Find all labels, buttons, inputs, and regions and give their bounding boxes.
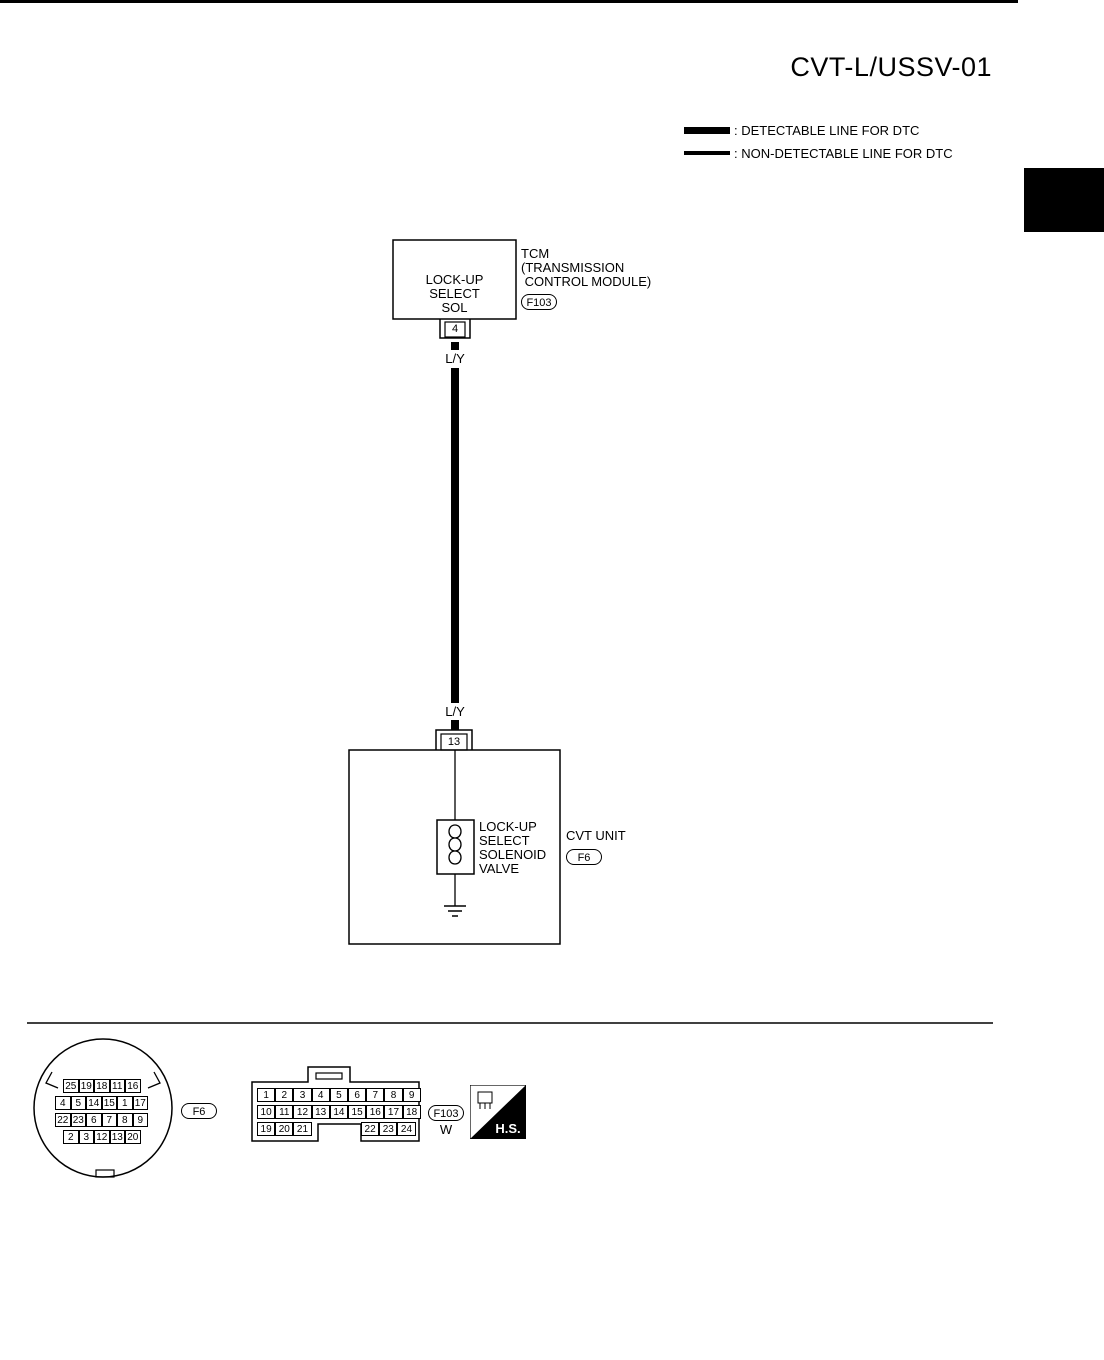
tcm-terminal-box: [444, 321, 466, 338]
f103-connector-badge: F103: [428, 1105, 464, 1121]
legend-detectable-label: : DETECTABLE LINE FOR DTC: [734, 122, 920, 138]
f6-pin-cell: 23: [70, 1113, 86, 1127]
f6-pin-cell: 9: [132, 1113, 148, 1127]
f6-pin-cell: 5: [70, 1096, 86, 1110]
cvt-terminal-number: 13: [447, 736, 461, 748]
legend-non-detectable: : NON-DETECTABLE LINE FOR DTC: [684, 145, 953, 161]
cvt-unit-title: CVT UNIT: [566, 828, 626, 843]
f103-pin-cell: 18: [402, 1105, 421, 1119]
f6-pin-cell: 4: [55, 1096, 71, 1110]
diagram-code: CVT-L/USSV-01: [790, 52, 992, 82]
f6-pin-cell: 20: [125, 1130, 141, 1144]
f6-pin-cell: 1: [117, 1096, 133, 1110]
f6-pin-cell: 14: [86, 1096, 102, 1110]
f103-lock-tab: [315, 1072, 343, 1080]
f6-pin-cell: 13: [109, 1130, 125, 1144]
f6-latch-right: [147, 1071, 161, 1089]
f103-pin-cell: 16: [366, 1105, 385, 1119]
f103-pin-cell: 5: [329, 1088, 348, 1102]
f103-pin-cell: 17: [384, 1105, 403, 1119]
f6-pin-cell: 12: [94, 1130, 110, 1144]
f103-pin-cell: 10: [257, 1105, 276, 1119]
hs-logo-graphic: [469, 1084, 527, 1140]
f103-pin-cell: 6: [348, 1088, 367, 1102]
f103-pin-cell: 15: [348, 1105, 367, 1119]
f103-color-code: W: [439, 1122, 453, 1137]
f103-pin-cell: 9: [402, 1088, 421, 1102]
section-tab: [1024, 168, 1104, 232]
f6-pin-cell: 7: [101, 1113, 117, 1127]
f6-pin-cell: 18: [94, 1079, 110, 1093]
wire-color-bottom: L/Y: [445, 704, 465, 719]
f103-pin-cell: 23: [379, 1122, 398, 1136]
f6-pin-cell: 22: [55, 1113, 71, 1127]
harness-side-logo: H.S.: [469, 1084, 527, 1140]
tcm-title: TCM (TRANSMISSION CONTROL MODULE): [521, 246, 652, 289]
f103-pin-cell: 1: [257, 1088, 276, 1102]
wire-lock-up-select: [451, 368, 459, 703]
solenoid-label: LOCK-UP SELECT SOLENOID VALVE: [479, 819, 547, 876]
f103-pin-cell: 12: [293, 1105, 312, 1119]
f6-pin-cell: 6: [86, 1113, 102, 1127]
f103-pin-cell: 14: [329, 1105, 348, 1119]
tcm-internal-label: LOCK-UP SELECT SOL: [425, 272, 484, 315]
legend-detectable-swatch: [684, 126, 730, 134]
f6-pin-cell: 19: [78, 1079, 94, 1093]
f103-pin-cell: 13: [311, 1105, 330, 1119]
tcm-connector-badge: F103: [521, 294, 557, 310]
solenoid-coil-symbol: [448, 824, 462, 865]
tcm-terminal-number: 4: [451, 323, 459, 335]
f6-pin-cell: 16: [125, 1079, 141, 1093]
f6-pin-cell: 25: [63, 1079, 79, 1093]
f103-pin-cell: 8: [384, 1088, 403, 1102]
wire-stub-top: [451, 342, 459, 350]
f6-latch-left: [45, 1071, 59, 1089]
cvt-connector-badge: F6: [566, 849, 602, 865]
f103-pin-cell: 3: [293, 1088, 312, 1102]
f6-key: [95, 1169, 115, 1178]
f103-pin-cell: 7: [366, 1088, 385, 1102]
f6-pin-cell: 3: [78, 1130, 94, 1144]
f103-pin-cell: 24: [397, 1122, 416, 1136]
f103-pin-cell: 2: [275, 1088, 294, 1102]
f6-pin-cell: 17: [132, 1096, 148, 1110]
f6-pin-cell: 8: [117, 1113, 133, 1127]
f6-pin-cell: 2: [63, 1130, 79, 1144]
f103-pin-cell: 22: [361, 1122, 380, 1136]
f103-connector-outline: [251, 1066, 420, 1142]
f6-connector-badge: F6: [181, 1103, 217, 1119]
f6-pin-cell: 11: [109, 1079, 125, 1093]
tcm-box: [392, 239, 517, 320]
cvt-terminal-housing: [435, 729, 473, 750]
f103-pin-cell: 20: [275, 1122, 294, 1136]
f103-pin-cell: 19: [257, 1122, 276, 1136]
tcm-terminal-housing: [439, 319, 471, 339]
f6-pin-cell: 15: [101, 1096, 117, 1110]
legend-detectable: : DETECTABLE LINE FOR DTC: [684, 122, 919, 138]
f103-pin-cell: 21: [293, 1122, 312, 1136]
top-rule: [0, 0, 1018, 3]
wire-stub-bottom: [451, 720, 459, 730]
wire-color-top: L/Y: [445, 351, 465, 366]
legend-non-detectable-label: : NON-DETECTABLE LINE FOR DTC: [734, 145, 953, 161]
legend-non-detectable-swatch: [684, 151, 730, 155]
f103-pin-cell: 11: [275, 1105, 294, 1119]
f103-pin-cell: 4: [311, 1088, 330, 1102]
hs-logo-text: H.S.: [495, 1121, 521, 1136]
solenoid-body: [436, 819, 475, 875]
